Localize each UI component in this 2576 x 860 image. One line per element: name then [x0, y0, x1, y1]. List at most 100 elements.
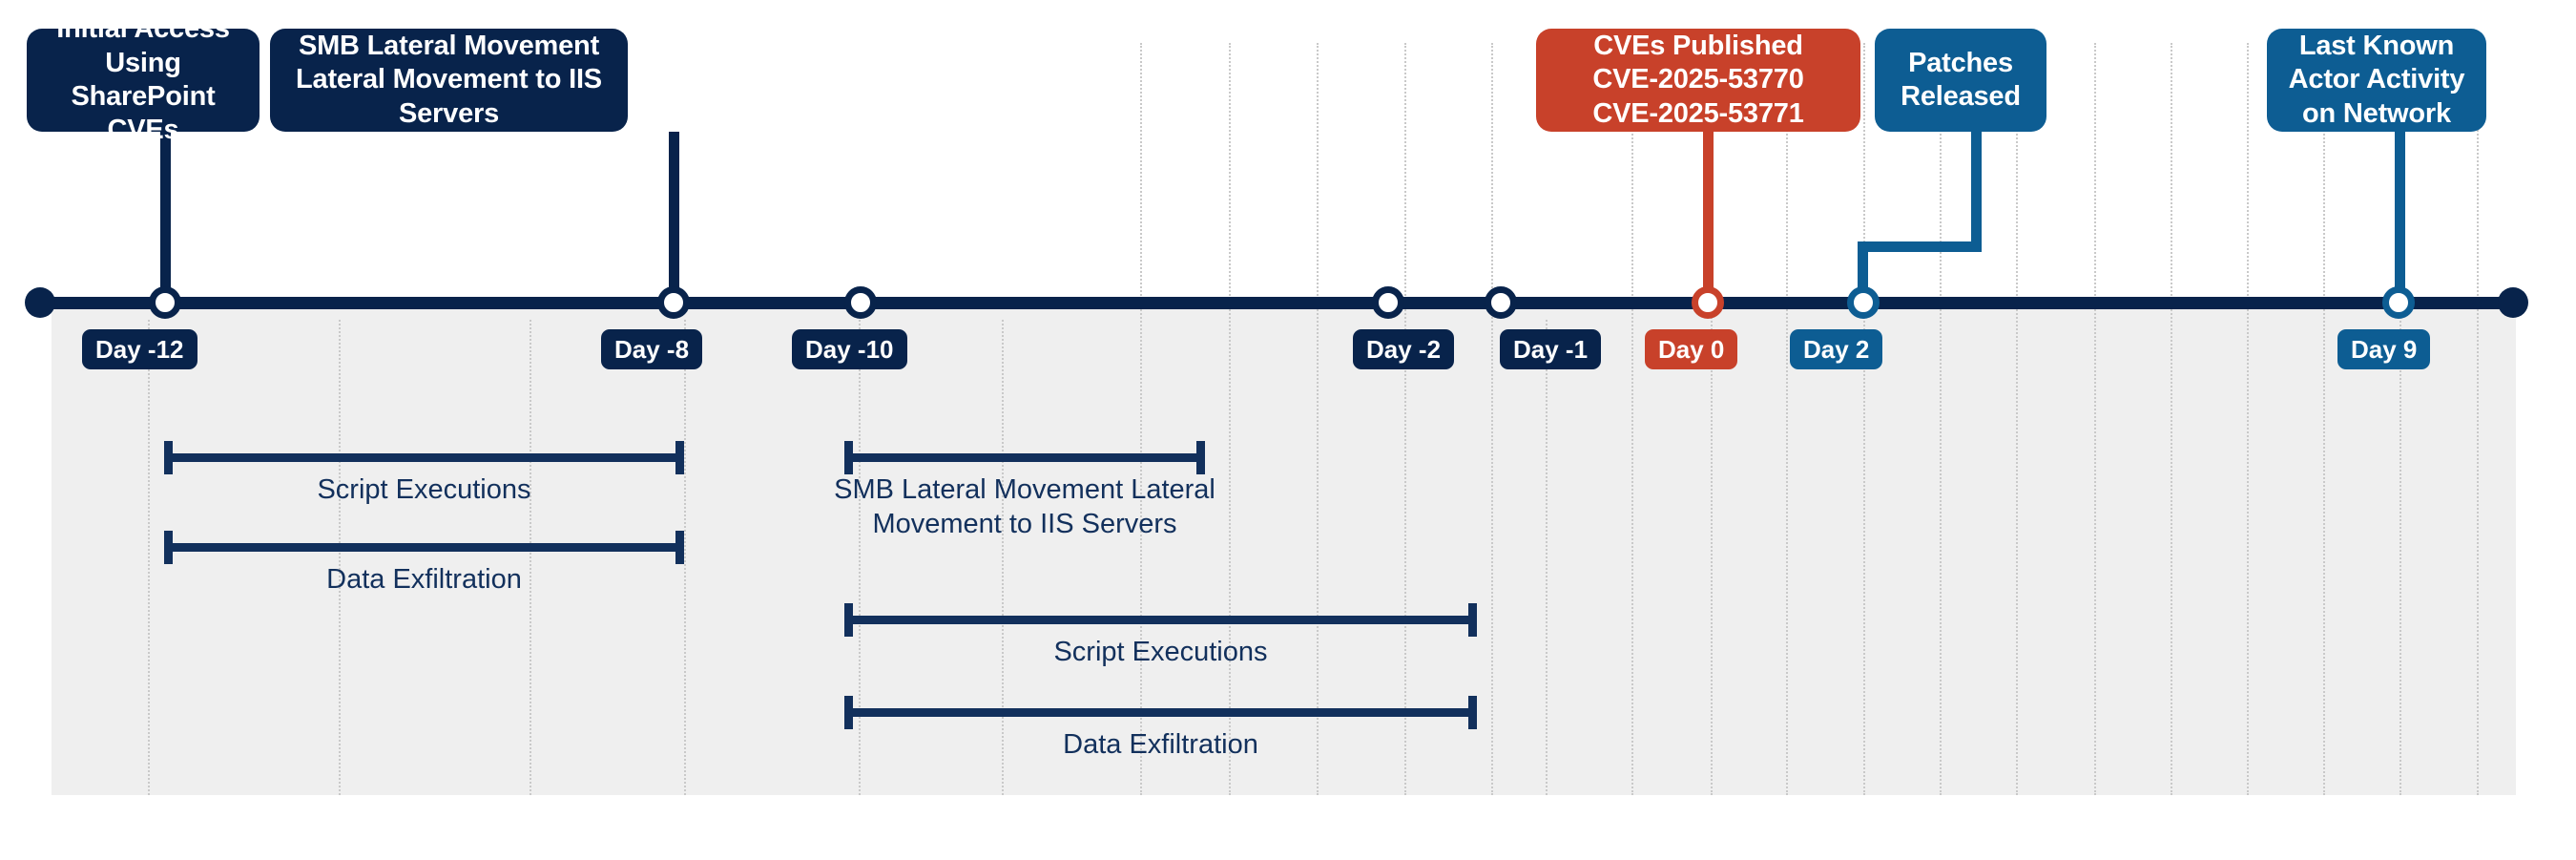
gridline [684, 320, 686, 795]
event-line: Actor Activity [2288, 64, 2465, 95]
event-line: Patches [1908, 47, 2013, 78]
event-line: Last Known [2298, 30, 2455, 61]
gridline [2016, 43, 2018, 795]
day-chip-label: Day -10 [805, 334, 894, 364]
bracket-script-executions-late [844, 603, 1477, 637]
activity-label-data-exfiltration-late: Data Exfiltration [844, 728, 1477, 763]
stem-smb-lateral-movement [669, 132, 679, 304]
day-chip-day--2[interactable]: Day -2 [1353, 329, 1455, 369]
axis-start-cap [25, 287, 55, 318]
bracket-tick-right [675, 531, 684, 564]
event-line: CVE-2025-53770 [1592, 64, 1804, 95]
node-day-9[interactable] [2382, 286, 2415, 319]
stem-cves-published [1703, 132, 1714, 304]
gridline [2094, 43, 2096, 795]
day-chip-day--12[interactable]: Day -12 [82, 329, 197, 369]
day-chip-label: Day -1 [1513, 334, 1589, 364]
day-chip-day-2[interactable]: Day 2 [1790, 329, 1883, 369]
gridline [1140, 43, 1142, 795]
gridline [1317, 43, 1319, 795]
gridline [339, 320, 341, 795]
day-chip-label: Day -2 [1366, 334, 1442, 364]
gridline [1404, 43, 1406, 795]
event-box-last-known-actor-activity[interactable]: Last Known Actor Activity on Network [2267, 29, 2486, 132]
bracket-data-exfiltration-early [164, 531, 684, 564]
stem-patches-released-horizontal [1858, 241, 1982, 252]
event-line: Initial Access Using [56, 13, 230, 78]
day-chip-label: Day 9 [2351, 334, 2418, 364]
node-day--8[interactable] [657, 286, 690, 319]
gridline [1631, 43, 1633, 795]
bracket-tick-left [164, 441, 173, 474]
event-box-initial-access[interactable]: Initial Access Using SharePoint CVEs [27, 13, 260, 145]
gridline [1002, 320, 1004, 795]
gridline [1711, 43, 1713, 795]
day-chip-day--1[interactable]: Day -1 [1500, 329, 1602, 369]
gridline [530, 320, 531, 795]
activity-line: Script Executions [317, 474, 531, 505]
axis-end-cap [2498, 287, 2528, 318]
node-day--1[interactable] [1485, 286, 1517, 319]
gridline [1491, 43, 1493, 795]
node-day-0[interactable] [1692, 286, 1724, 319]
bracket-data-exfiltration-late [844, 696, 1477, 729]
bracket-tick-left [164, 531, 173, 564]
activity-line: Data Exfiltration [1063, 729, 1258, 760]
event-line: on Network [2302, 97, 2451, 129]
gridline [2399, 43, 2401, 795]
bracket-tick-left [844, 696, 853, 729]
node-day--12[interactable] [149, 286, 181, 319]
event-box-smb-lateral-movement[interactable]: SMB Lateral Movement Lateral Movement to… [270, 29, 628, 132]
stem-patches-released-vertical-upper [1971, 132, 1982, 252]
bracket-tick-left [844, 441, 853, 474]
event-box-cves-published[interactable]: CVEs Published CVE-2025-53770 CVE-2025-5… [1536, 29, 1860, 132]
gridline [2171, 43, 2172, 795]
gridline [1940, 43, 1942, 795]
gridline [2323, 43, 2325, 795]
bracket-tick-right [1196, 441, 1205, 474]
day-chip-day-9[interactable]: Day 9 [2337, 329, 2431, 369]
bracket-tick-right [1468, 696, 1477, 729]
gridline [1863, 43, 1865, 795]
day-chip-label: Day -12 [95, 334, 184, 364]
gridline [859, 320, 861, 795]
event-line: CVE-2025-53771 [1592, 97, 1804, 129]
bracket-smb-lateral-movement-span [844, 441, 1205, 474]
bracket-tick-left [844, 603, 853, 637]
day-chip-label: Day -8 [614, 334, 690, 364]
activity-line: Script Executions [1053, 637, 1268, 667]
activity-line: Data Exfiltration [326, 564, 522, 595]
event-line: SharePoint CVEs [71, 81, 216, 146]
gridline [1229, 43, 1231, 795]
activity-label-script-executions-late: Script Executions [844, 636, 1477, 670]
bracket-tick-right [675, 441, 684, 474]
event-line: CVEs Published [1593, 30, 1803, 61]
gridline [2477, 43, 2479, 795]
day-chip-day--8[interactable]: Day -8 [601, 329, 703, 369]
activity-line: Lateral Movement to IIS Servers [872, 474, 1215, 539]
event-line: SMB Lateral Movement [298, 30, 600, 61]
node-day--2[interactable] [1372, 286, 1404, 319]
activity-line: SMB Lateral Movement [834, 474, 1124, 505]
gridline [1786, 43, 1788, 795]
timeline-axis [38, 297, 2515, 309]
activity-label-data-exfiltration-early: Data Exfiltration [164, 563, 684, 598]
stem-patches-released-vertical-lower [1858, 241, 1868, 306]
day-chip-label: Day 0 [1658, 334, 1725, 364]
bracket-script-executions-early [164, 441, 684, 474]
node-day-2[interactable] [1847, 286, 1880, 319]
event-box-patches-released[interactable]: Patches Released [1875, 29, 2046, 132]
stem-initial-access [160, 132, 171, 304]
bracket-tick-right [1468, 603, 1477, 637]
day-chip-day-0[interactable]: Day 0 [1645, 329, 1738, 369]
day-chip-label: Day 2 [1803, 334, 1870, 364]
event-line: Lateral Movement to IIS Servers [296, 64, 602, 129]
event-line: Released [1901, 81, 2021, 112]
activity-label-smb-lateral-movement-span: SMB Lateral Movement Lateral Movement to… [778, 473, 1272, 542]
activity-label-script-executions-early: Script Executions [164, 473, 684, 508]
gridline [148, 320, 150, 795]
node-day--10[interactable] [844, 286, 877, 319]
day-chip-day--10[interactable]: Day -10 [792, 329, 907, 369]
gridline [2247, 43, 2249, 795]
